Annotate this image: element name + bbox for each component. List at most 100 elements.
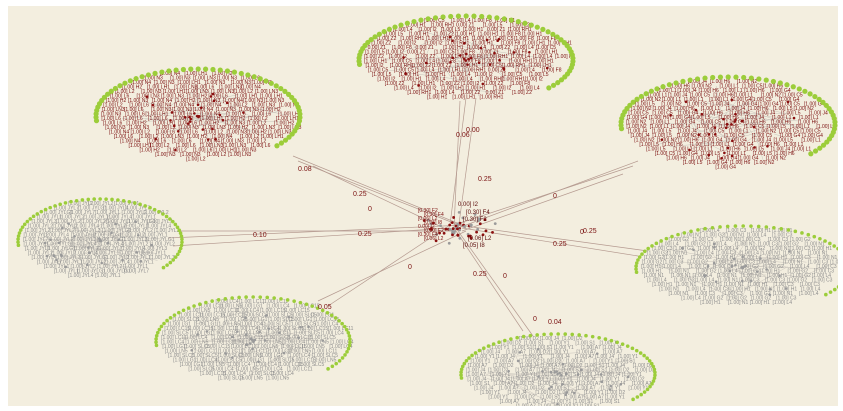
node-dot[interactable]: [451, 56, 455, 60]
node-dot[interactable]: [730, 123, 733, 126]
node-dot[interactable]: [165, 263, 169, 267]
node-dot[interactable]: [106, 241, 110, 245]
node-dot[interactable]: [48, 205, 52, 210]
node-dot[interactable]: [282, 88, 288, 94]
node-dot[interactable]: [590, 334, 595, 339]
node-dot[interactable]: [304, 302, 309, 307]
node-dot[interactable]: [469, 56, 473, 60]
node-dot[interactable]: [696, 228, 700, 232]
node-dot[interactable]: [459, 373, 463, 377]
node-dot[interactable]: [564, 372, 568, 376]
node-dot[interactable]: [101, 94, 108, 100]
node-dot[interactable]: [694, 108, 698, 112]
node-dot[interactable]: [684, 100, 688, 104]
node-dot[interactable]: [136, 234, 140, 237]
node-dot[interactable]: [264, 314, 268, 317]
hub-node-dot[interactable]: [431, 221, 435, 225]
node-dot[interactable]: [768, 288, 772, 291]
node-dot[interactable]: [753, 146, 756, 149]
node-dot[interactable]: [728, 269, 732, 273]
node-dot[interactable]: [603, 337, 608, 341]
node-dot[interactable]: [274, 143, 280, 149]
node-dot[interactable]: [381, 29, 387, 35]
node-dot[interactable]: [749, 224, 753, 228]
hub-node-dot[interactable]: [469, 224, 473, 227]
node-dot[interactable]: [651, 364, 656, 369]
hub-node-dot[interactable]: [484, 229, 488, 233]
node-dot[interactable]: [756, 224, 761, 229]
node-dot[interactable]: [148, 205, 152, 210]
node-dot[interactable]: [257, 76, 263, 82]
node-dot[interactable]: [654, 86, 660, 92]
node-dot[interactable]: [558, 371, 561, 375]
node-dot[interactable]: [455, 13, 462, 19]
node-dot[interactable]: [345, 350, 349, 354]
node-dot[interactable]: [465, 52, 468, 56]
node-dot[interactable]: [652, 376, 657, 380]
node-dot[interactable]: [326, 367, 330, 371]
hub-node-dot[interactable]: [473, 213, 477, 216]
node-dot[interactable]: [508, 17, 514, 23]
node-dot[interactable]: [210, 66, 216, 73]
node-dot[interactable]: [248, 342, 252, 345]
node-dot[interactable]: [576, 372, 580, 376]
node-dot[interactable]: [238, 70, 244, 77]
node-dot[interactable]: [660, 84, 666, 90]
node-dot[interactable]: [812, 234, 817, 239]
cluster-left[interactable]: [1.00] JYL2[1.00] JYL2[1.00] JYL1[1.00] …: [16, 197, 184, 279]
node-dot[interactable]: [307, 325, 310, 329]
node-dot[interactable]: [697, 133, 701, 137]
hub-node-dot[interactable]: [461, 216, 465, 220]
node-dot[interactable]: [734, 263, 737, 267]
node-dot[interactable]: [772, 225, 776, 230]
hub-node-dot[interactable]: [457, 211, 461, 214]
node-dot[interactable]: [570, 332, 575, 337]
node-dot[interactable]: [86, 263, 89, 267]
node-dot[interactable]: [117, 83, 123, 89]
node-dot[interactable]: [488, 63, 492, 66]
node-dot[interactable]: [299, 326, 302, 329]
hub-node-dot[interactable]: [456, 222, 460, 226]
hub-node-dot[interactable]: [422, 219, 426, 222]
node-dot[interactable]: [368, 37, 374, 43]
node-dot[interactable]: [154, 337, 158, 341]
hub-node-dot[interactable]: [426, 218, 430, 222]
node-dot[interactable]: [494, 15, 500, 21]
node-dot[interactable]: [282, 137, 289, 143]
node-dot[interactable]: [627, 102, 633, 108]
node-dot[interactable]: [183, 116, 187, 119]
node-dot[interactable]: [52, 254, 56, 258]
node-dot[interactable]: [646, 246, 650, 251]
node-dot[interactable]: [565, 391, 568, 394]
node-dot[interactable]: [181, 308, 186, 313]
node-dot[interactable]: [116, 198, 120, 202]
node-dot[interactable]: [516, 359, 520, 363]
hub-node-dot[interactable]: [456, 233, 460, 237]
node-dot[interactable]: [143, 204, 147, 208]
node-dot[interactable]: [265, 295, 270, 300]
node-dot[interactable]: [57, 241, 61, 245]
node-dot[interactable]: [659, 239, 663, 243]
node-dot[interactable]: [818, 236, 822, 241]
node-dot[interactable]: [132, 201, 137, 205]
node-dot[interactable]: [451, 39, 454, 43]
node-dot[interactable]: [725, 224, 730, 229]
node-dot[interactable]: [154, 343, 159, 348]
node-dot[interactable]: [652, 367, 657, 372]
node-dot[interactable]: [16, 240, 20, 244]
node-dot[interactable]: [643, 249, 647, 254]
node-dot[interactable]: [491, 342, 496, 346]
node-dot[interactable]: [340, 356, 345, 360]
hub-node-dot[interactable]: [450, 221, 454, 225]
node-dot[interactable]: [386, 26, 392, 32]
node-dot[interactable]: [53, 204, 57, 208]
node-dot[interactable]: [608, 388, 612, 391]
node-dot[interactable]: [550, 82, 557, 88]
node-dot[interactable]: [635, 395, 640, 399]
node-dot[interactable]: [176, 130, 180, 133]
node-dot[interactable]: [16, 234, 21, 238]
node-dot[interactable]: [700, 112, 704, 116]
node-dot[interactable]: [718, 225, 722, 229]
node-dot[interactable]: [196, 103, 200, 107]
